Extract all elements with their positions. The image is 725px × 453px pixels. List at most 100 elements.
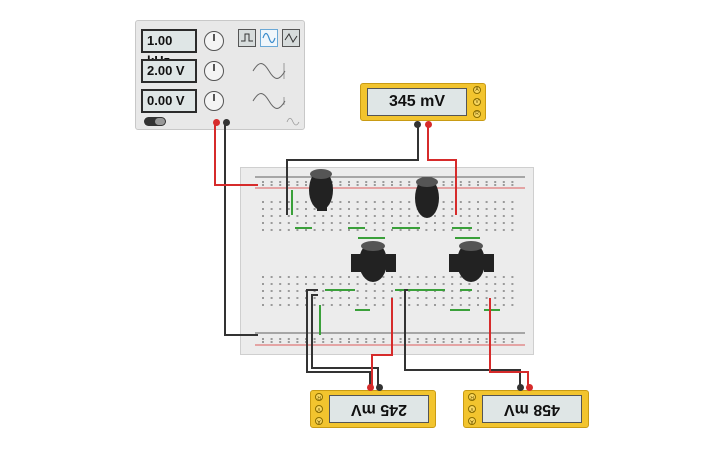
breadboard-hole	[485, 201, 488, 203]
breadboard-hole	[408, 184, 411, 186]
current-mode-button[interactable]: A	[468, 417, 476, 425]
breadboard-hole	[279, 229, 282, 231]
sine-wave-icon	[262, 32, 276, 44]
breadboard-hole	[287, 201, 290, 203]
amplitude-knob[interactable]	[204, 61, 224, 81]
breadboard-hole	[373, 201, 376, 203]
square-wave-button[interactable]	[238, 29, 256, 47]
breadboard-hole	[494, 184, 497, 186]
triangle-wave-button[interactable]	[282, 29, 300, 47]
breadboard-hole	[287, 229, 290, 231]
breadboard-hole	[442, 341, 445, 343]
breadboard-hole	[468, 229, 471, 231]
multimeter-bottom-left-com-terminal[interactable]	[376, 384, 383, 391]
breadboard-hole	[287, 222, 290, 224]
breadboard-hole	[416, 341, 419, 343]
breadboard-hole	[365, 297, 368, 299]
breadboard-hole	[270, 297, 273, 299]
amplitude-display: 2.00 V	[141, 59, 197, 83]
function-generator[interactable]: 1.00 kHz 2.00 V 0.00 V	[135, 20, 305, 130]
breadboard-hole	[330, 201, 333, 203]
transistor	[449, 241, 494, 282]
resistance-mode-button[interactable]: R	[315, 393, 323, 401]
voltage-mode-button[interactable]: V	[468, 405, 476, 413]
breadboard-hole	[330, 208, 333, 210]
breadboard-hole	[477, 290, 479, 292]
breadboard-hole	[382, 222, 385, 224]
current-mode-button[interactable]: A	[473, 86, 481, 94]
breadboard-hole	[399, 184, 402, 186]
multimeter-top-com-terminal[interactable]	[414, 121, 421, 128]
breadboard-hole	[485, 215, 488, 217]
resistance-mode-button[interactable]: R	[473, 110, 481, 118]
breadboard-hole	[451, 208, 454, 210]
breadboard-hole	[373, 215, 376, 217]
breadboard-hole	[468, 304, 471, 306]
negative-terminal[interactable]	[223, 119, 230, 126]
voltage-mode-button[interactable]: V	[473, 98, 481, 106]
resistance-mode-button[interactable]: R	[468, 393, 476, 401]
breadboard-hole	[399, 297, 402, 299]
breadboard-hole	[296, 304, 299, 306]
breadboard-hole	[451, 297, 454, 299]
breadboard-hole	[262, 283, 264, 285]
breadboard-hole	[356, 184, 359, 186]
positive-terminal[interactable]	[213, 119, 220, 126]
breadboard-hole	[399, 283, 402, 285]
capacitor	[309, 169, 333, 211]
breadboard-hole	[391, 229, 393, 231]
breadboard-hole	[442, 222, 445, 224]
multimeter-bottom-right[interactable]: 458 mV A V R	[463, 390, 589, 428]
breadboard-hole	[356, 229, 359, 231]
breadboard-hole	[468, 201, 471, 203]
breadboard-hole	[425, 229, 428, 231]
breadboard-hole	[348, 338, 350, 340]
breadboard-hole	[330, 276, 333, 278]
breadboard-hole	[434, 297, 436, 299]
breadboard-hole	[408, 283, 411, 285]
breadboard-hole	[322, 222, 325, 224]
multimeter-bottom-left[interactable]: 245 mV A V R	[310, 390, 436, 428]
breadboard-hole	[373, 304, 376, 306]
breadboard-hole	[416, 338, 419, 340]
breadboard-hole	[262, 229, 264, 231]
breadboard-hole	[399, 341, 402, 343]
breadboard-hole	[365, 215, 368, 217]
multimeter-top-volt-terminal[interactable]	[425, 121, 432, 128]
offset-knob[interactable]	[204, 91, 224, 111]
breadboard-hole	[477, 283, 479, 285]
breadboard-hole	[305, 181, 307, 183]
multimeter-top[interactable]: 345 mV A V R	[360, 83, 486, 121]
breadboard-hole	[373, 297, 376, 299]
breadboard-hole	[494, 222, 497, 224]
frequency-knob[interactable]	[204, 31, 224, 51]
current-mode-button[interactable]: A	[315, 417, 323, 425]
power-switch[interactable]	[144, 117, 166, 126]
multimeter-bottom-right-com-terminal[interactable]	[517, 384, 524, 391]
breadboard-hole	[502, 181, 505, 183]
breadboard-hole	[373, 338, 376, 340]
breadboard-hole	[322, 297, 325, 299]
breadboard-hole	[399, 276, 402, 278]
voltage-mode-button[interactable]: V	[315, 405, 323, 413]
sine-wave-button[interactable]	[260, 29, 278, 47]
breadboard-hole	[270, 229, 273, 231]
breadboard-hole	[287, 341, 290, 343]
multimeter-bottom-left-volt-terminal[interactable]	[367, 384, 374, 391]
breadboard-hole	[459, 208, 462, 210]
breadboard-hole	[485, 283, 488, 285]
breadboard-hole	[270, 184, 273, 186]
breadboard-hole	[442, 208, 445, 210]
breadboard-hole	[451, 229, 454, 231]
breadboard-hole	[391, 290, 393, 292]
breadboard-hole	[348, 229, 350, 231]
breadboard-hole	[262, 181, 264, 183]
breadboard-hole	[477, 297, 479, 299]
multimeter-bottom-right-volt-terminal[interactable]	[526, 384, 533, 391]
breadboard-hole	[511, 341, 514, 343]
breadboard-hole	[511, 304, 514, 306]
breadboard-hole	[494, 208, 497, 210]
breadboard-hole	[511, 215, 514, 217]
breadboard-hole	[296, 276, 299, 278]
breadboard-hole	[434, 341, 436, 343]
